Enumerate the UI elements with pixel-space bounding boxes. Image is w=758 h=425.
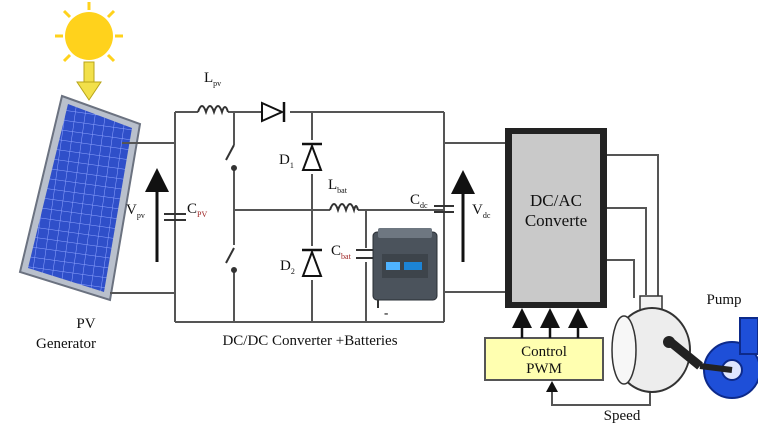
pump-icon [699,317,758,399]
d2-label: D2 [280,258,295,276]
converter-section-label: DC/DC Converter +Batteries [222,333,397,349]
control-label-line2: PWM [526,361,562,377]
lbat-label: Lbat [328,177,348,195]
diode-series-icon [261,101,286,123]
pv-label-line2: Generator [36,336,96,352]
speed-feedback-arrowhead [546,381,558,392]
inverter-label-line2: Converte [525,211,587,230]
cbat-label: Cbat [331,243,352,261]
battery-icon [372,228,438,308]
diode-d2-icon [301,248,323,277]
vpv-label: Vpv [126,202,145,220]
cdc-label: Cdc [410,192,428,210]
battery-minus-label: - [384,305,388,320]
pv-panel-icon [18,94,142,302]
control-pwm-block [484,337,604,381]
capacitor-cdc [434,205,454,213]
speed-label: Speed [604,408,641,424]
pwm-signal-arrows [512,308,588,338]
cpv-label: CPV [187,201,207,219]
inductor-lbat [329,203,359,214]
inductor-lpv [197,105,229,116]
d1-label: D1 [279,152,294,170]
sun-icon [55,2,123,70]
circuit-wires [110,111,659,406]
pv-label-line1: PV [76,316,95,332]
dcac-inverter-block [505,128,607,308]
inverter-label-line1: DC/AC [530,191,582,210]
switch-lower [225,247,237,273]
pump-label: Pump [706,292,741,308]
diode-d1-icon [301,142,323,171]
lpv-label: Lpv [204,70,221,88]
motor-icon [611,295,703,393]
vdc-label: Vdc [472,202,491,220]
irradiance-arrow [76,61,102,101]
switch-upper [225,144,237,171]
capacitor-cpv [164,213,186,221]
control-label-line1: Control [521,344,567,360]
